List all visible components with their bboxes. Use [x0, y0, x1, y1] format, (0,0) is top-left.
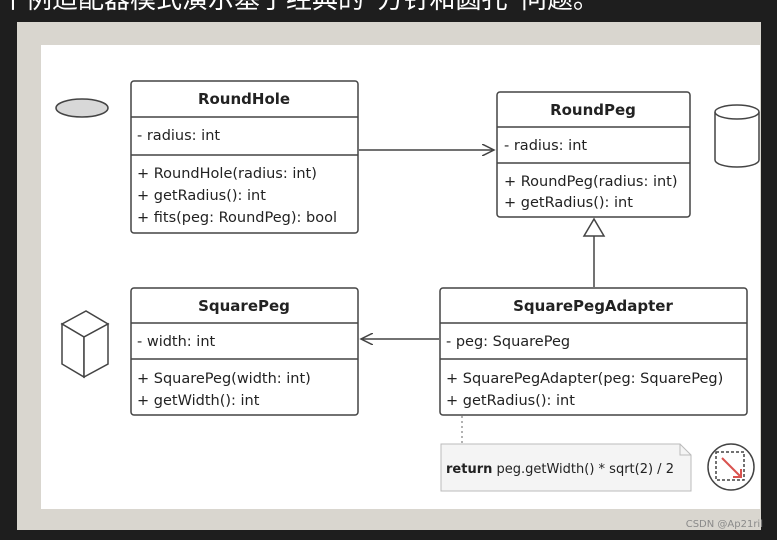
class-operation: + getWidth(): int — [137, 393, 260, 409]
class-operation: + RoundHole(radius: int) — [137, 166, 317, 182]
class-attribute: - radius: int — [137, 128, 220, 144]
class-operation: + getRadius(): int — [504, 195, 633, 211]
inheritance-triangle — [582, 217, 606, 237]
class-operation: + SquarePegAdapter(peg: SquarePeg) — [446, 371, 723, 387]
class-name: SquarePegAdapter — [513, 297, 673, 315]
round-hole-icon — [55, 98, 109, 118]
class-operation: + RoundPeg(radius: int) — [504, 174, 678, 190]
class-name: RoundHole — [198, 90, 290, 108]
class-name: RoundPeg — [550, 101, 636, 119]
class-operation: + fits(peg: RoundPeg): bool — [137, 210, 337, 226]
code-note: return peg.getWidth() * sqrt(2) / 2 — [440, 443, 692, 492]
class-attribute: - radius: int — [504, 138, 587, 154]
adapter-icon — [707, 443, 755, 491]
class-operation: + getRadius(): int — [446, 393, 575, 409]
note-keyword: return — [446, 462, 492, 477]
note-code: peg.getWidth() * sqrt(2) / 2 — [492, 462, 674, 477]
class-attribute: - width: int — [137, 334, 216, 350]
watermark: CSDN @Ap21ril — [685, 519, 763, 530]
class-roundhole: RoundHole - radius: int + RoundHole(radi… — [130, 80, 359, 234]
class-attribute: - peg: SquarePeg — [446, 334, 570, 350]
class-operation: + SquarePeg(width: int) — [137, 371, 311, 387]
note-text: return peg.getWidth() * sqrt(2) / 2 — [446, 462, 674, 477]
class-name: SquarePeg — [198, 297, 290, 315]
square-peg-icon — [60, 310, 110, 379]
class-roundpeg: RoundPeg - radius: int + RoundPeg(radius… — [496, 91, 691, 218]
class-squarepegadapter: SquarePegAdapter - peg: SquarePeg + Squa… — [439, 287, 748, 416]
class-squarepeg: SquarePeg - width: int + SquarePeg(width… — [130, 287, 359, 416]
class-operation: + getRadius(): int — [137, 188, 266, 204]
page-caption: 个例适配器模式演示基于经典的“方钉和圆孔”问题。 — [0, 0, 599, 15]
round-peg-icon — [714, 104, 760, 168]
